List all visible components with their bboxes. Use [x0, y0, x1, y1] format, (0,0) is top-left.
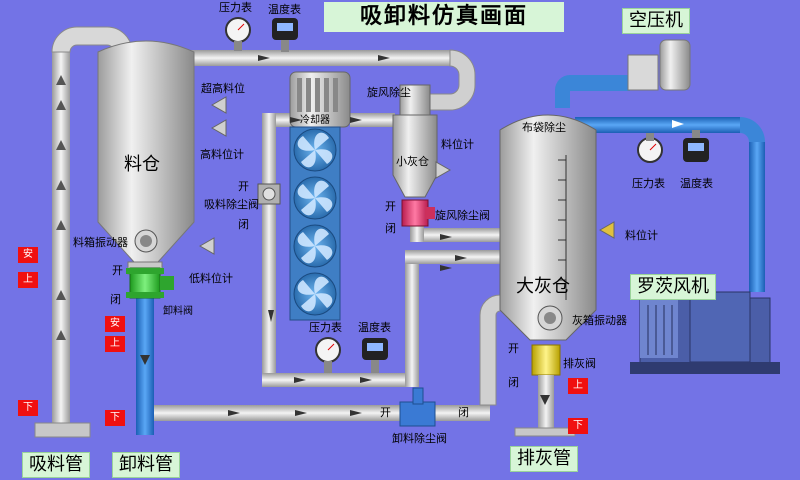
ash-down-button[interactable]: 下	[568, 418, 588, 434]
cyclone-valve-open[interactable]: 开	[385, 200, 396, 213]
ash-valve-open[interactable]: 开	[508, 342, 519, 355]
hopper-vibrator-label: 料箱振动器	[73, 236, 128, 249]
cyclone-valve-close[interactable]: 闭	[385, 222, 396, 235]
ash-vibrator-icon	[537, 305, 563, 331]
unload-dust-valve-close[interactable]: 闭	[458, 406, 469, 419]
big-ash-level-meter-label: 料位计	[625, 229, 658, 242]
white-arrows	[672, 120, 684, 128]
ash-valve-close[interactable]: 闭	[508, 376, 519, 389]
high-level-label: 超高料位	[201, 82, 245, 95]
suction-dust-valve-icon	[257, 183, 281, 205]
cooler-label: 冷却器	[300, 115, 330, 126]
cyclone-remover-label: 旋风除尘	[367, 86, 411, 99]
unload-valve-label: 卸料阀	[163, 306, 193, 317]
temp-gauge-right-label: 温度表	[680, 177, 713, 190]
pressure-gauge-top	[225, 17, 251, 51]
small-ash-label: 小灰仓	[396, 155, 429, 168]
unload-up-button[interactable]: 上	[105, 336, 125, 352]
pressure-gauge-top-label: 压力表	[219, 1, 252, 14]
flow-arrows	[140, 55, 550, 416]
pressure-gauge-mid-label: 压力表	[309, 321, 342, 334]
temp-gauge-right	[683, 130, 709, 162]
unload-down-button[interactable]: 下	[105, 410, 125, 426]
suction-up-button[interactable]: 上	[18, 272, 38, 288]
ash-up-button[interactable]: 上	[568, 378, 588, 394]
bag-remover-label: 布袋除尘	[522, 121, 566, 134]
suction-safe-button[interactable]: 安	[18, 247, 38, 263]
temp-gauge-mid	[362, 338, 388, 373]
unload-valve-open[interactable]: 开	[112, 264, 123, 277]
air-compressor	[627, 39, 691, 91]
suction-valve-label: 吸料除尘阀	[204, 198, 259, 211]
suction-pipe-line	[34, 26, 133, 438]
suction-pipe-label: 吸料管	[22, 452, 90, 478]
roots-blower	[630, 291, 780, 374]
small-ash-level-meter-label: 料位计	[441, 138, 474, 151]
air-compressor-label: 空压机	[622, 8, 690, 34]
unload-safe-button[interactable]: 安	[105, 316, 125, 332]
unload-dust-valve-label: 卸料除尘阀	[392, 432, 447, 445]
suction-valve-close[interactable]: 闭	[238, 218, 249, 231]
cooler-fans	[293, 128, 337, 316]
suction-valve-open[interactable]: 开	[238, 180, 249, 193]
temp-gauge-top	[272, 18, 298, 52]
suction-down-button[interactable]: 下	[18, 400, 38, 416]
roots-blower-label: 罗茨风机	[630, 274, 716, 300]
unload-pipe-label: 卸料管	[112, 452, 180, 478]
unload-dust-valve-icon	[399, 387, 436, 427]
ash-pipe-label: 排灰管	[510, 446, 578, 472]
pressure-gauge-mid	[315, 337, 341, 373]
ash-vibrator-label: 灰箱振动器	[572, 314, 627, 327]
pressure-gauge-right-label: 压力表	[632, 177, 665, 190]
temp-gauge-mid-label: 温度表	[358, 321, 391, 334]
page-title: 吸卸料仿真画面	[324, 2, 564, 32]
big-ash-silo	[499, 114, 597, 437]
silo-label: 料仓	[124, 154, 160, 175]
hopper-vibrator-icon	[134, 229, 158, 253]
pressure-gauge-right	[637, 133, 663, 163]
unload-valve-close[interactable]: 闭	[110, 293, 121, 306]
low-level-meter-label: 低料位计	[189, 272, 233, 285]
level-meter-icons	[198, 96, 615, 255]
small-ash-silo	[392, 84, 438, 227]
high-level-meter-label: 高料位计	[200, 148, 244, 161]
cyclone-valve-label: 旋风除尘阀	[435, 209, 490, 222]
unload-dust-valve-open[interactable]: 开	[380, 406, 391, 419]
temp-gauge-top-label: 温度表	[268, 3, 301, 16]
ash-valve-label: 排灰阀	[563, 357, 596, 370]
up-arrows	[56, 75, 66, 340]
big-ash-label: 大灰仓	[516, 276, 570, 297]
blue-air-pipe	[555, 75, 765, 292]
